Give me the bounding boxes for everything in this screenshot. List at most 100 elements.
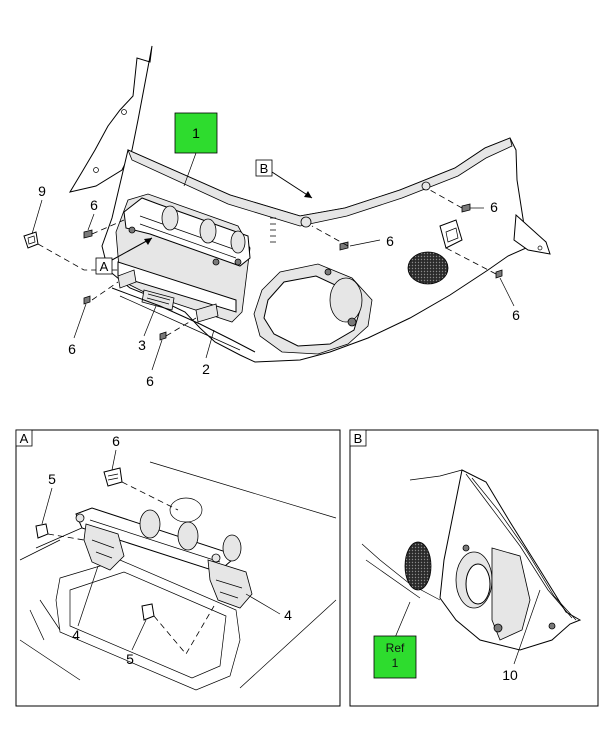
callout-6: 6 bbox=[512, 307, 520, 323]
detail-b-pocket-inner bbox=[465, 563, 491, 605]
detail-a-tray-inner bbox=[69, 571, 227, 679]
clip-fastener bbox=[339, 241, 349, 251]
leader-line bbox=[73, 303, 87, 339]
mount-hole bbox=[300, 216, 312, 228]
leader-line bbox=[111, 449, 117, 471]
detail-a-bolt-head bbox=[75, 513, 85, 523]
detail-b-pillar-trim bbox=[465, 473, 573, 619]
leader-line bbox=[245, 593, 281, 615]
view-label-a: A bbox=[100, 259, 109, 274]
leader-line bbox=[87, 213, 95, 231]
callout-6: 6 bbox=[68, 341, 76, 357]
latch bbox=[439, 219, 463, 249]
detail-a-bracket-rail bbox=[89, 519, 221, 563]
detail-b-label: B bbox=[354, 431, 363, 446]
handle-recess bbox=[117, 269, 137, 289]
detail-b-panel-edge bbox=[361, 543, 441, 601]
clip-part-9-inner bbox=[27, 235, 36, 245]
detail-view-a: A 6 5 4 5 bbox=[15, 429, 341, 707]
leader-line bbox=[77, 565, 99, 627]
ref-box-part-1 bbox=[373, 635, 417, 679]
handle-recess bbox=[195, 303, 219, 323]
clip-fastener bbox=[159, 331, 167, 341]
clip-fastener bbox=[461, 203, 471, 213]
leader-line bbox=[131, 619, 147, 651]
pocket-fastener bbox=[324, 268, 332, 276]
detail-a-tray-outline bbox=[55, 559, 241, 691]
pillar-hole bbox=[93, 167, 99, 173]
bracket-rail bbox=[139, 215, 237, 259]
highlight-box-label: 1 bbox=[192, 125, 200, 141]
callout-5: 5 bbox=[126, 651, 134, 667]
detail-b-fastener bbox=[493, 623, 503, 633]
leader-line bbox=[183, 152, 197, 187]
leader-line bbox=[41, 487, 53, 525]
detail-a-label-box bbox=[15, 429, 33, 447]
leader-line bbox=[31, 199, 43, 235]
callout-6: 6 bbox=[386, 233, 394, 249]
detail-view-b: B Ref 1 10 bbox=[349, 429, 599, 707]
main-view: 1 A B 9 6 6 3 6 2 6 6 6 bbox=[23, 45, 551, 389]
callout-3: 3 bbox=[138, 337, 146, 353]
leader-line bbox=[513, 589, 541, 665]
cargo-pocket-grip bbox=[329, 277, 363, 323]
ref-box-line-1: Ref bbox=[386, 641, 405, 655]
callout-4: 4 bbox=[72, 627, 80, 643]
view-label-b-box bbox=[255, 159, 273, 177]
leader-line bbox=[151, 339, 163, 371]
speaker-grille bbox=[407, 251, 449, 285]
view-arrow-b bbox=[271, 171, 313, 199]
detail-a-roller bbox=[139, 509, 161, 539]
clip-part-9 bbox=[23, 231, 39, 249]
callout-6: 6 bbox=[146, 373, 154, 389]
upper-ledge bbox=[127, 137, 513, 227]
detail-a-hinge-left-detail bbox=[91, 539, 115, 559]
bracket-fastener bbox=[212, 258, 220, 266]
leader-line bbox=[205, 329, 215, 359]
leader-line bbox=[499, 277, 515, 307]
callout-6: 6 bbox=[490, 199, 498, 215]
view-arrow-a bbox=[111, 237, 153, 261]
detail-a-panel bbox=[19, 461, 337, 689]
leader-line bbox=[393, 601, 411, 641]
view-arrowhead-a bbox=[144, 238, 152, 245]
assembly-line bbox=[311, 225, 349, 247]
panel-bottom-edge bbox=[111, 287, 256, 353]
panel-bottom-edge-inner bbox=[119, 295, 241, 351]
detail-a-hinge-left bbox=[83, 523, 125, 571]
callout-10: 10 bbox=[502, 667, 518, 683]
detail-b-fastener bbox=[462, 544, 470, 552]
detail-a-frame bbox=[15, 429, 341, 707]
assembly-line bbox=[91, 281, 119, 301]
view-label-a-box bbox=[95, 257, 113, 275]
callout-2: 2 bbox=[202, 361, 210, 377]
detail-a-clip-6-inner bbox=[107, 473, 119, 481]
detail-a-assembly-line bbox=[47, 533, 85, 541]
detail-b-speaker-grille bbox=[404, 541, 432, 591]
highlight-box-part-1 bbox=[174, 112, 218, 154]
connector-part-3 bbox=[141, 289, 175, 311]
leader-line bbox=[143, 305, 157, 337]
tab-hole bbox=[537, 245, 543, 251]
clip-fastener bbox=[83, 229, 93, 239]
pocket-fastener bbox=[347, 317, 357, 327]
ref-box-line-2: 1 bbox=[392, 656, 399, 670]
pillar-hole bbox=[121, 109, 127, 115]
detail-b-pocket-trim bbox=[491, 547, 531, 641]
detail-a-label: A bbox=[20, 431, 29, 446]
detail-a-tray-rim bbox=[29, 599, 61, 641]
callout-9: 9 bbox=[38, 183, 46, 199]
latch-inner bbox=[445, 227, 459, 243]
view-arrowhead-b bbox=[304, 191, 312, 198]
view-label-b: B bbox=[260, 161, 269, 176]
detail-a-roller bbox=[222, 534, 242, 562]
vent-slots bbox=[270, 217, 276, 243]
clip-fastener bbox=[83, 295, 91, 305]
detail-b-fastener bbox=[548, 622, 556, 630]
mount-hole bbox=[421, 181, 431, 191]
callout-6: 6 bbox=[112, 433, 120, 449]
detail-a-assembly-line bbox=[121, 481, 179, 511]
detail-a-bolt-head bbox=[211, 553, 221, 563]
callout-4: 4 bbox=[284, 607, 292, 623]
